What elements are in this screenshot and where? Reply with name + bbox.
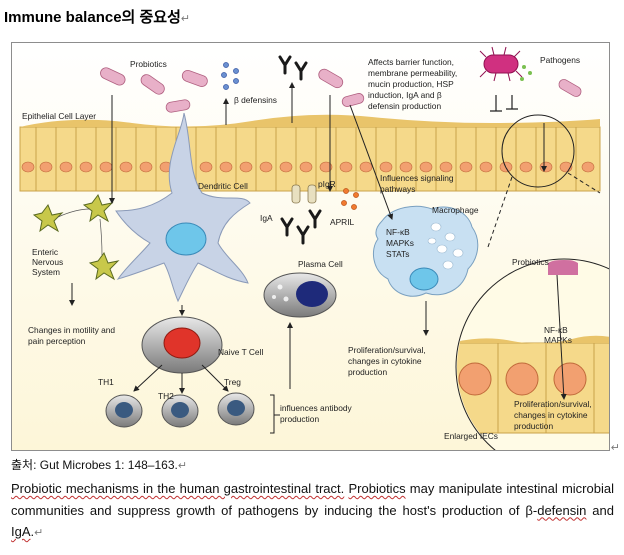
label-iga: IgA: [260, 213, 273, 223]
label-enlarged-iecs: Enlarged IECs: [444, 431, 498, 441]
paragraph-return-mark: ↵: [180, 13, 191, 25]
label-inset-probiotics: Probiotics: [512, 257, 549, 267]
label-plasma-cell: Plasma Cell: [298, 259, 343, 269]
enteric-nervous-system-icon: [32, 193, 120, 281]
plasma-cell-icon: [263, 272, 337, 318]
body-paragraph[interactable]: Probiotic mechanisms in the human gastro…: [11, 478, 614, 545]
label-barrier-2: membrane permeability,: [368, 68, 457, 78]
april-dots: [341, 188, 359, 210]
label-epithelial-layer: Epithelial Cell Layer: [22, 111, 96, 121]
body-segment: and: [586, 502, 614, 518]
body-segment: Probiotic mechanisms in the human gastro…: [11, 481, 345, 496]
paragraph-return-mark: ↵: [610, 442, 620, 454]
label-th2: TH2: [158, 391, 174, 401]
label-antibody-2: production: [280, 414, 319, 424]
label-motility-1: Changes in motility and: [28, 325, 115, 335]
label-pathogens: Pathogens: [540, 55, 580, 65]
body-segment: may manipulate intestinal microbial comm…: [11, 481, 614, 518]
label-signaling-2: pathways: [380, 184, 415, 194]
body-segment: Probiotics: [348, 481, 406, 496]
body-segment: .: [30, 524, 35, 539]
caption-source: Gut Microbes 1: 148–163.: [39, 458, 178, 472]
beta-defensin-dots: [221, 62, 239, 90]
label-macrophage: Macrophage: [432, 205, 479, 215]
label-inset-prolif-2: changes in cytokine: [514, 410, 588, 420]
figure-illustration: Probiotics β defensins Epithelial Cell L…: [12, 43, 609, 450]
label-pigr: pIgR: [318, 179, 336, 189]
label-signaling-1: Influences signaling: [380, 173, 454, 183]
paragraph-return-mark: ↵: [34, 527, 44, 539]
label-enteric-1: Enteric: [32, 247, 58, 257]
probiotic-bacteria-icon: [100, 67, 365, 113]
t-helper-cells-icon: [105, 392, 255, 428]
paragraph-return-mark: ↵: [177, 460, 188, 472]
label-th1: TH1: [98, 377, 114, 387]
label-barrier-3: mucin production, HSP: [368, 79, 454, 89]
label-inset-prolif-1: Proliferation/survival,: [514, 399, 592, 409]
label-beta-defensins: β defensins: [234, 95, 277, 105]
label-inset-prolif-3: production: [514, 421, 553, 431]
label-antibody-1: influences antibody: [280, 403, 353, 413]
label-april: APRIL: [330, 217, 355, 227]
label-enteric-3: System: [32, 267, 60, 277]
label-inset-mapks: MAPKs: [544, 335, 572, 345]
label-barrier-5: defensin production: [368, 101, 441, 111]
caption-prefix: 출처:: [11, 458, 40, 472]
label-prolif-3: production: [348, 367, 387, 377]
page-heading: Immune balance의 중요성↵: [4, 6, 190, 27]
dendritic-cell-icon: [115, 112, 251, 303]
label-naive-t-cell: Naive T Cell: [218, 347, 263, 357]
pathogen-icon: [479, 46, 582, 97]
body-segment: defensin: [537, 502, 587, 518]
label-mac-nfkb: NF-κB: [386, 227, 410, 237]
epithelial-cell-layer: [19, 114, 601, 192]
label-probiotics: Probiotics: [130, 59, 167, 69]
label-motility-2: pain perception: [28, 336, 86, 346]
label-prolif-2: changes in cytokine: [348, 356, 422, 366]
label-enteric-2: Nervous: [32, 257, 63, 267]
macrophage-icon: [372, 205, 479, 297]
heading-title: Immune balance의 중요성: [4, 9, 181, 26]
figure-labels: Probiotics β defensins Epithelial Cell L…: [22, 55, 592, 441]
label-dendritic-cell: Dendritic Cell: [198, 181, 248, 191]
label-inset-nfkb: NF-κB: [544, 325, 568, 335]
label-treg: Treg: [224, 377, 241, 387]
iga-antibody-icon: [278, 55, 308, 81]
label-mac-stats: STATs: [386, 249, 409, 259]
label-barrier-4: induction, IgA and β: [368, 90, 442, 100]
figure-caption: 출처: Gut Microbes 1: 148–163.↵: [11, 456, 187, 473]
label-mac-mapks: MAPKs: [386, 238, 414, 248]
probiotic-mechanisms-figure[interactable]: Probiotics β defensins Epithelial Cell L…: [11, 42, 610, 451]
label-barrier-1: Affects barrier function,: [368, 57, 454, 67]
naive-t-cell-icon: [141, 316, 223, 374]
body-segment: IgA: [11, 524, 31, 539]
label-prolif-1: Proliferation/survival,: [348, 345, 426, 355]
